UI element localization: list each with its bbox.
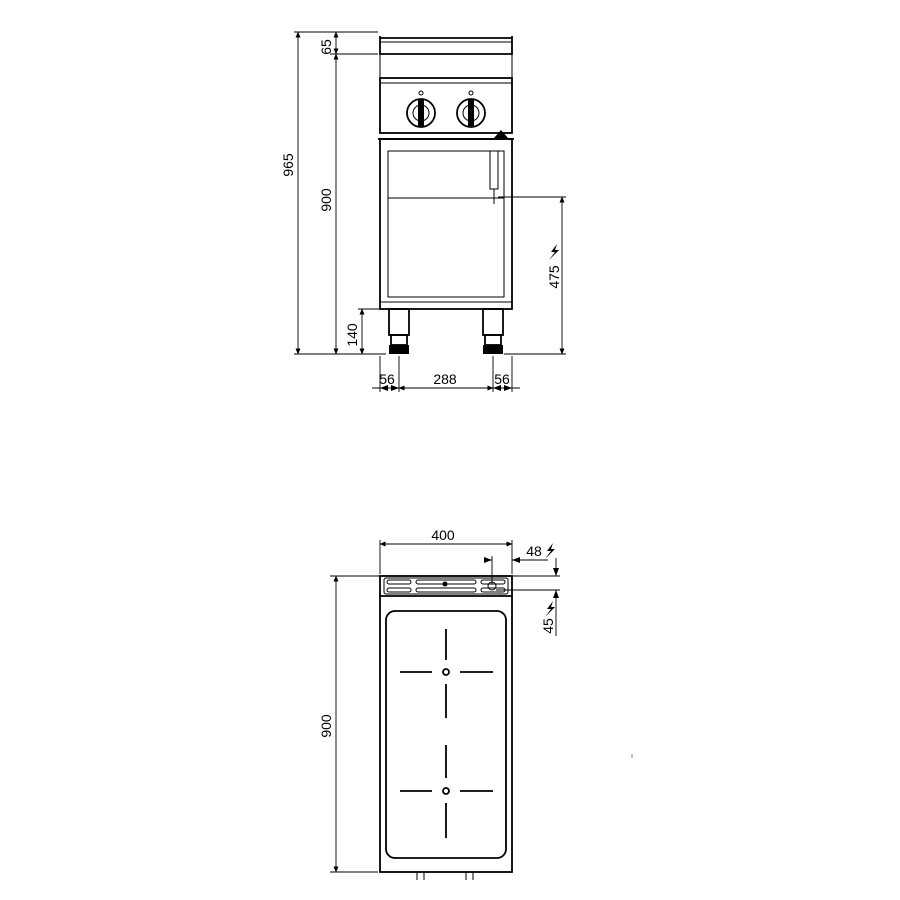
control-panel xyxy=(378,77,514,140)
dimension-depth: 900 xyxy=(318,575,378,873)
dimension-width: 400 xyxy=(379,527,513,574)
knob-right xyxy=(456,90,486,128)
dimension-electric-height: 475 xyxy=(498,196,566,355)
dimension-connection-x: 48 xyxy=(484,543,555,584)
label-140: 140 xyxy=(344,323,360,347)
label-48: 48 xyxy=(526,543,542,559)
label-475: 475 xyxy=(546,265,562,289)
cooking-zone-front xyxy=(400,629,493,718)
cooking-zone-rear xyxy=(400,745,493,838)
dimension-leg-height: 140 xyxy=(344,308,386,355)
label-965: 965 xyxy=(280,153,296,177)
leg-left xyxy=(388,308,410,354)
label-56-right: 56 xyxy=(494,371,510,387)
knob-left xyxy=(406,90,436,128)
label-900-top: 900 xyxy=(318,714,334,738)
dimension-top-thickness: 65 xyxy=(318,31,378,55)
front-view: 965 65 900 140 475 xyxy=(280,31,566,392)
lightning-bolt-icon xyxy=(545,543,555,559)
label-900-front: 900 xyxy=(318,188,334,212)
dimension-body-height: 900 xyxy=(318,53,339,355)
leg-right xyxy=(482,308,504,354)
label-45: 45 xyxy=(540,618,556,634)
lightning-bolt-icon xyxy=(545,601,555,617)
rear-vent-strip xyxy=(383,577,509,595)
top-view: 400 48 45 900 xyxy=(318,527,633,880)
indicator-light xyxy=(494,130,508,138)
dimension-leg-spacing: 56 288 56 xyxy=(372,356,520,392)
label-400: 400 xyxy=(431,527,455,543)
dimension-connection-y: 45 xyxy=(330,558,560,636)
induction-glass-surface xyxy=(385,610,507,859)
open-cabinet xyxy=(379,138,513,310)
feet-stubs xyxy=(416,872,474,880)
cooktop-top-plate xyxy=(379,36,513,78)
label-65: 65 xyxy=(318,39,334,55)
lightning-bolt-icon xyxy=(549,244,559,260)
label-288: 288 xyxy=(433,371,457,387)
label-56-left: 56 xyxy=(379,371,395,387)
